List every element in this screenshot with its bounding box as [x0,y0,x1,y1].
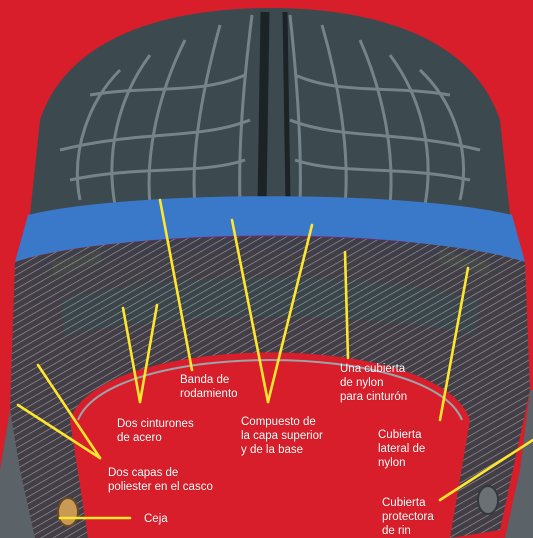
label-capas-poliester: Dos capas de poliester en el casco [108,466,213,494]
label-compuesto: Compuesto de la capa superior y de la ba… [241,415,323,457]
label-cubierta-protectora: Cubierta protectora de rin [382,496,434,538]
label-cubierta-lateral: Cubierta lateral de nylon [378,428,425,470]
center-groove-2 [285,12,288,205]
tread-band [30,8,510,215]
label-nylon-cinturon: Una cubierta de nylon para cinturón [340,362,407,404]
label-cinturones-acero: Dos cinturones de acero [117,417,194,445]
center-groove [262,12,265,205]
bead-left [58,498,78,526]
label-banda-rodamiento: Banda de rodamiento [180,373,238,401]
bead-right [478,486,498,514]
label-ceja: Ceja [144,512,168,526]
